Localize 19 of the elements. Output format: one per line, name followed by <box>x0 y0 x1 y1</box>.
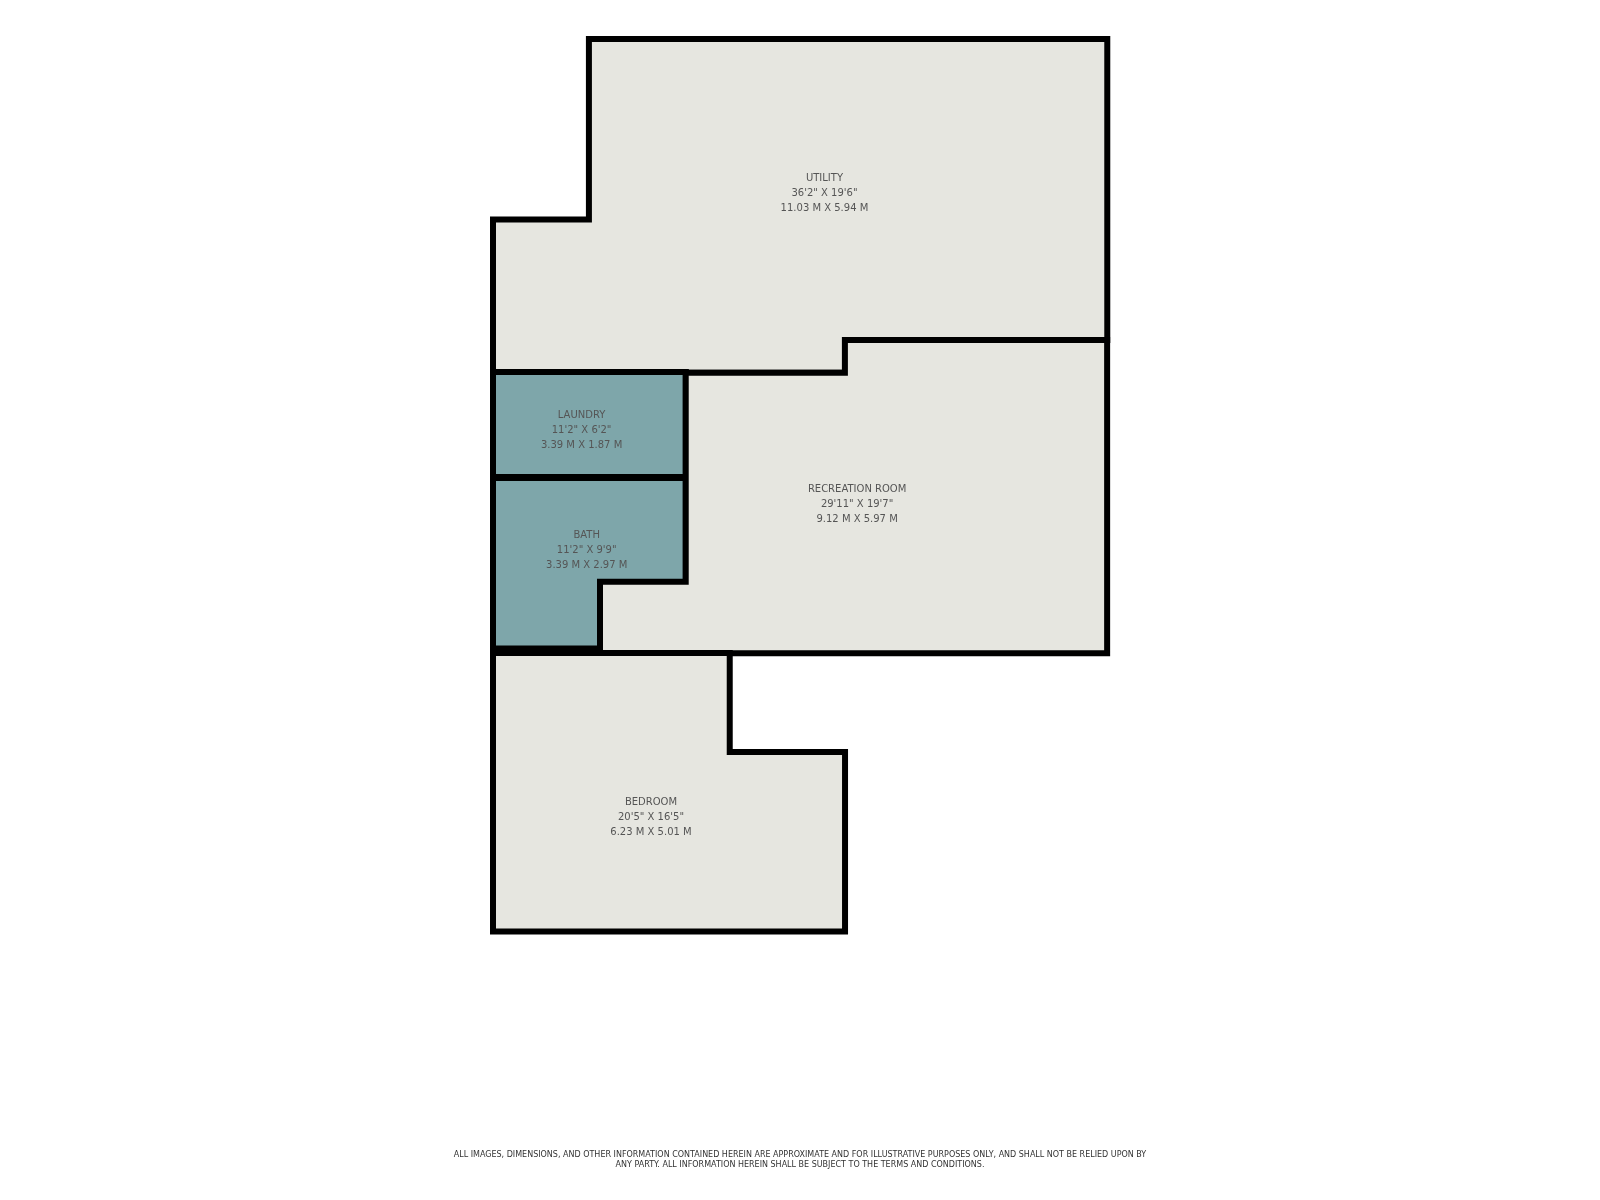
disclaimer-text: ALL IMAGES, DIMENSIONS, AND OTHER INFORMATION CONTAINED HEREIN ARE APPROXIMATE AND FOR ILLUSTRATIVE PURPOSES ONLY, AND SHALL NOT BE RELIED UPON BY ANY PARTY. ALL INFORMATION HEREIN SHALL BE SUBJECT TO THE TERMS AND CONDITIONS. <box>452 1150 1148 1170</box>
room-name: BATH <box>572 527 601 542</box>
room-name: LAUNDRY <box>556 407 607 422</box>
room-name: BEDROOM <box>623 794 679 809</box>
room-floor-area <box>492 372 686 478</box>
room-name: RECREATION ROOM <box>807 481 907 496</box>
room-size-metric: 3.39 M X 2.97 M <box>546 557 628 572</box>
room-size-imperial: 11'2" X 6'2" <box>550 422 613 437</box>
room-name: UTILITY <box>804 170 845 185</box>
room-size-metric: 6.23 M X 5.01 M <box>610 824 692 839</box>
room-floor-area <box>492 477 686 648</box>
room-floor-area <box>492 38 1108 373</box>
room-size-imperial: 36'2" X 19'6" <box>790 185 859 200</box>
room-size-imperial: 11'2" X 9'9" <box>555 542 618 557</box>
room-size-metric: 11.03 M X 5.94 M <box>780 200 869 215</box>
room-size-metric: 9.12 M X 5.97 M <box>815 511 899 526</box>
room-size-imperial: 29'11" X 19'7" <box>819 496 895 511</box>
room-size-imperial: 20'5" X 16'5" <box>616 809 686 824</box>
room-size-metric: 3.39 M X 1.87 M <box>540 437 623 452</box>
